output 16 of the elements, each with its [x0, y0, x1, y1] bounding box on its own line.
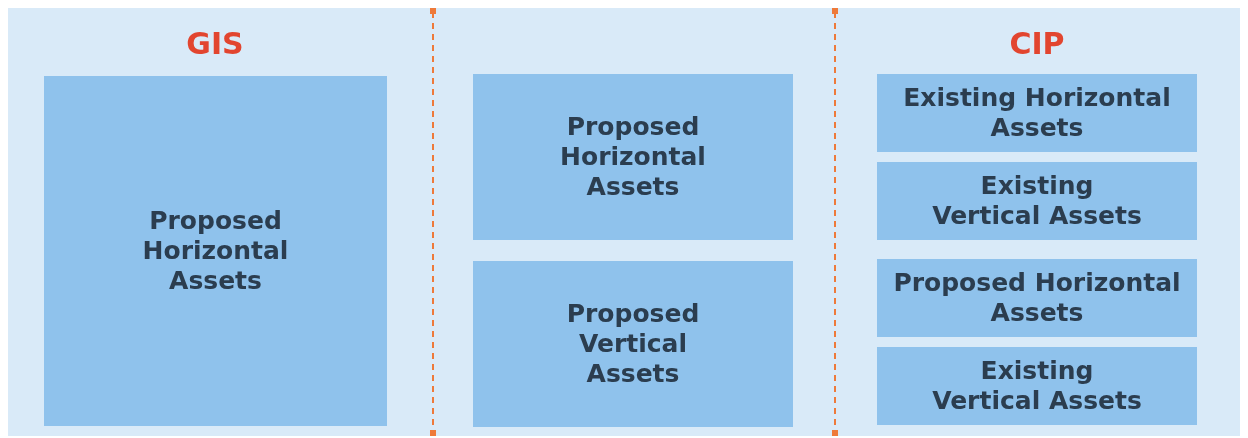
box-label: Proposed Vertical Assets — [565, 299, 701, 389]
column-heading: CIP — [1009, 26, 1065, 61]
box-label: Proposed Horizontal Assets — [141, 206, 290, 296]
asset-box — [877, 162, 1197, 240]
asset-box — [473, 74, 793, 240]
asset-box — [877, 347, 1197, 425]
box-label: Proposed Horizontal Assets — [892, 268, 1182, 328]
asset-box — [877, 259, 1197, 337]
asset-box — [877, 74, 1197, 152]
asset-box — [473, 261, 793, 427]
column-heading: GIS — [186, 26, 244, 61]
asset-box — [44, 76, 387, 426]
box-label: Existing Horizontal Assets — [902, 83, 1172, 143]
box-label: Existing Vertical Assets — [931, 356, 1143, 416]
box-label: Existing Vertical Assets — [931, 171, 1143, 231]
box-label: Proposed Horizontal Assets — [559, 112, 707, 202]
